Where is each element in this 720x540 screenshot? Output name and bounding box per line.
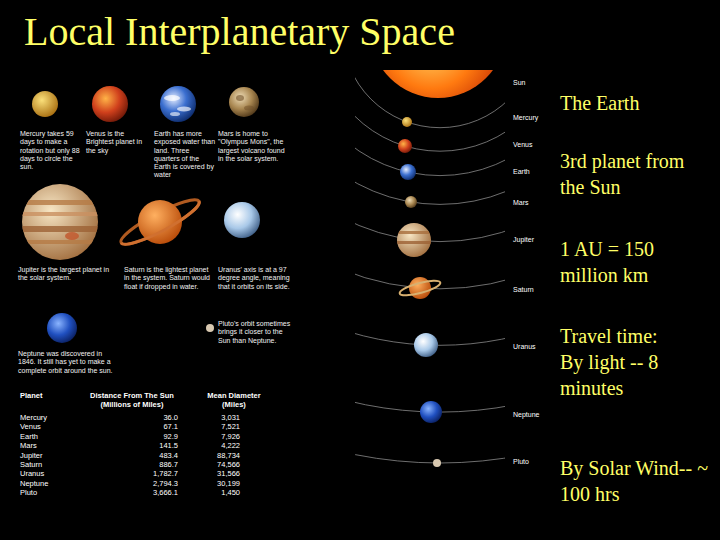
planet-caption: Pluto's orbit sometimes brings it closer… xyxy=(218,320,294,345)
slide-title: Local Interplanetary Space xyxy=(24,10,455,54)
jupiter-dot xyxy=(396,223,432,257)
table-cell: 74,566 xyxy=(190,461,240,469)
table-cell: 141.5 xyxy=(128,442,178,450)
table-header: Mean Diameter (Miles) xyxy=(198,392,270,409)
table-cell: 92.9 xyxy=(128,433,178,441)
earth-image xyxy=(160,86,196,122)
planet-name: Mercury xyxy=(513,114,557,122)
planet-caption: Mercury takes 59 days to make a rotation… xyxy=(20,130,86,171)
table-header: Planet xyxy=(20,392,70,401)
planet-name: Jupiter xyxy=(513,236,557,244)
table-cell: 88,734 xyxy=(190,452,240,460)
table-cell: 67.1 xyxy=(128,423,178,431)
uranus-dot xyxy=(414,333,438,357)
table-cell: 483.4 xyxy=(128,452,178,460)
table-header: Distance From The Sun (Millions of Miles… xyxy=(78,392,186,409)
neptune-dot xyxy=(420,401,442,423)
planet-name: Saturn xyxy=(513,286,557,294)
table-cell: 3,031 xyxy=(190,414,240,422)
table-cell: Pluto xyxy=(20,489,70,497)
table-cell: 31,566 xyxy=(190,470,240,478)
table-cell: 36.0 xyxy=(128,414,178,422)
planet-name: Earth xyxy=(513,168,557,176)
saturn-image xyxy=(117,193,203,250)
table-cell: 7,521 xyxy=(190,423,240,431)
mars-image xyxy=(229,87,259,117)
pluto-image xyxy=(206,324,214,332)
planet-name: Uranus xyxy=(513,343,557,351)
image-panel xyxy=(12,70,557,497)
mercury-image xyxy=(32,91,58,117)
table-cell: Jupiter xyxy=(20,452,70,460)
table-cell: 2,794.3 xyxy=(128,480,178,488)
orbit-lines xyxy=(355,70,505,463)
planet-caption: Jupiter is the largest planet in the sol… xyxy=(18,266,113,283)
planet-caption: Saturn is the lightest planet in the sys… xyxy=(124,266,212,291)
venus-image xyxy=(92,86,128,122)
table-cell: Neptune xyxy=(20,480,70,488)
planet-caption: Mars is home to "Olympus Mons", the larg… xyxy=(218,130,288,163)
table-cell: 886.7 xyxy=(128,461,178,469)
uranus-image xyxy=(224,202,260,238)
mercury-dot xyxy=(402,117,412,127)
planet-name: Mars xyxy=(513,199,557,207)
table-cell: 30,199 xyxy=(190,480,240,488)
venus-dot xyxy=(398,139,412,153)
bullet-text: By Solar Wind-- ~ 100 hrs xyxy=(560,455,710,507)
planet-caption: Earth has more exposed water than land. … xyxy=(154,130,216,180)
table-cell: 7,926 xyxy=(190,433,240,441)
planet-name: Venus xyxy=(513,141,557,149)
table-cell: Uranus xyxy=(20,470,70,478)
mars-dot xyxy=(405,196,417,208)
planet-name: Sun xyxy=(513,79,557,87)
planet-name: Pluto xyxy=(513,458,557,466)
pluto-dot xyxy=(433,459,441,467)
table-cell: Mars xyxy=(20,442,70,450)
earth-dot xyxy=(400,164,416,180)
bullet-text: Travel time: By light -- 8 minutes xyxy=(560,323,672,401)
table-cell: Venus xyxy=(20,423,70,431)
sun-image xyxy=(370,70,506,98)
bullet-text: 3rd planet from the Sun xyxy=(560,148,710,200)
neptune-image xyxy=(47,313,77,343)
table-cell: Earth xyxy=(20,433,70,441)
table-cell: Saturn xyxy=(20,461,70,469)
planet-caption: Uranus' axis is at a 97 degree angle, me… xyxy=(218,266,290,291)
table-cell: 1,450 xyxy=(190,489,240,497)
bullet-text: The Earth xyxy=(560,90,710,116)
table-cell: 4,222 xyxy=(190,442,240,450)
bullet-text: 1 AU = 150 million km xyxy=(560,236,710,288)
table-cell: 3,666.1 xyxy=(128,489,178,497)
saturn-dot xyxy=(398,277,441,299)
planet-name: Neptune xyxy=(513,411,557,419)
jupiter-image xyxy=(20,184,100,260)
table-cell: 1,782.7 xyxy=(128,470,178,478)
planet-caption: Venus is the Brightest planet in the sky xyxy=(86,130,150,155)
planet-caption: Neptune was discovered in 1846. It still… xyxy=(18,350,114,375)
table-cell: Mercury xyxy=(20,414,70,422)
